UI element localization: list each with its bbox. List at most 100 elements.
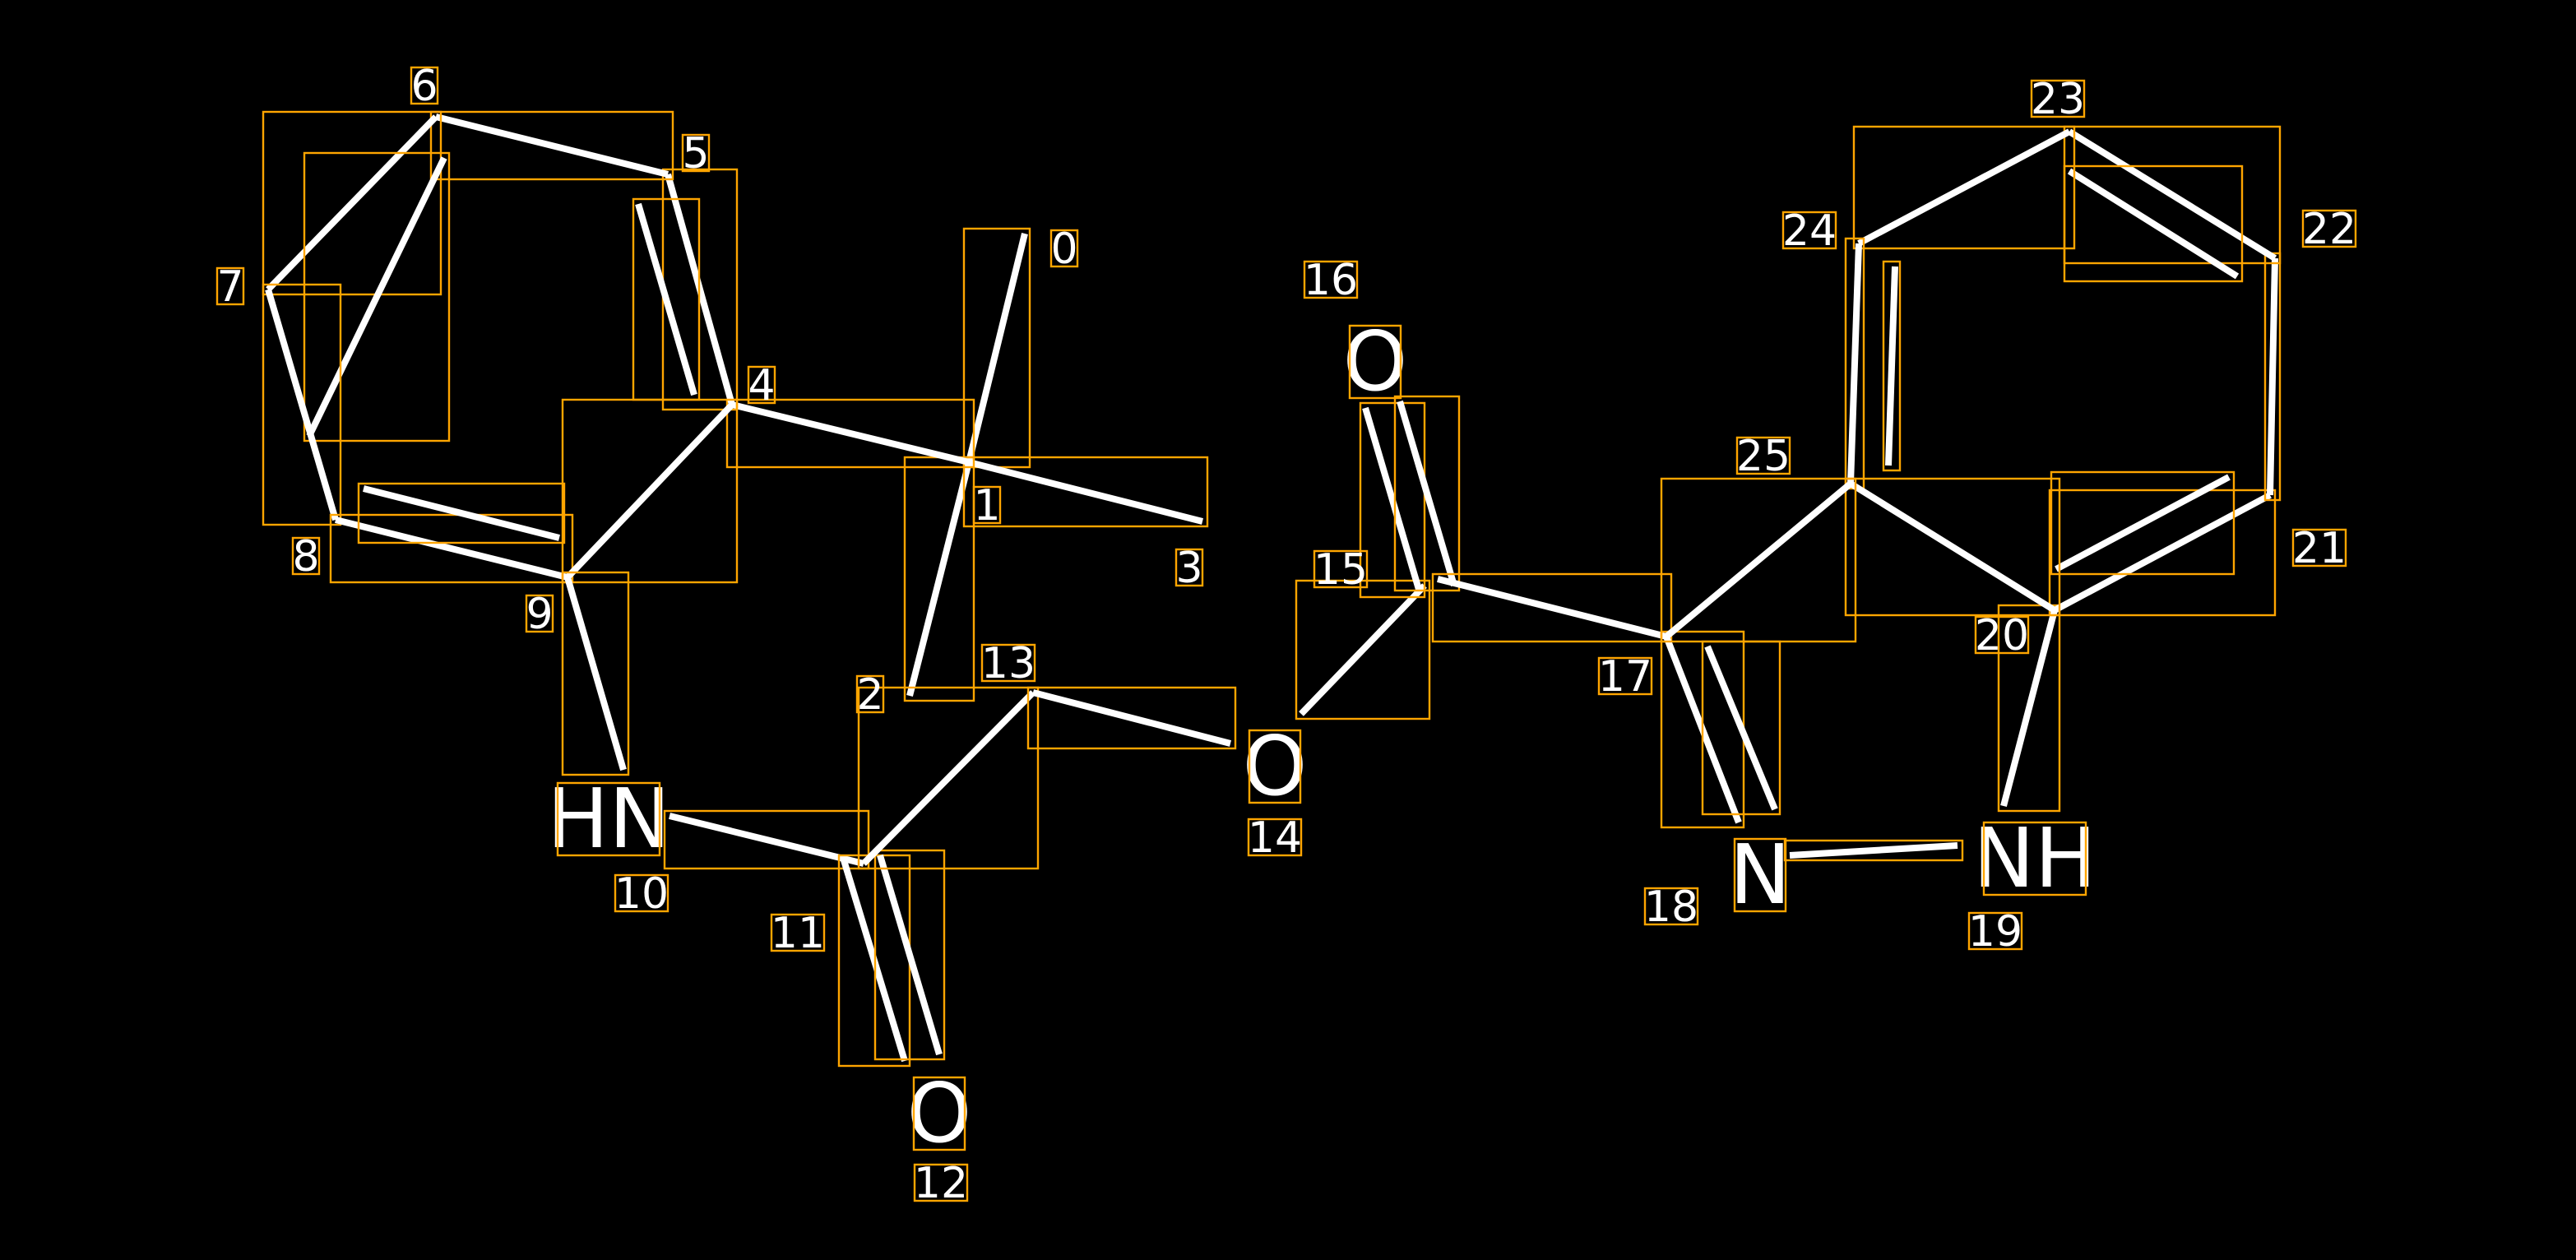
atom-index-box bbox=[1643, 887, 1699, 926]
bond-line bbox=[1031, 689, 1232, 747]
bond-bounding-box bbox=[857, 686, 1040, 870]
atom-index-box bbox=[525, 594, 554, 633]
bond-23-24-single bbox=[1852, 125, 2076, 250]
bond-bounding-box bbox=[357, 482, 566, 544]
bond-bounding-box bbox=[1852, 125, 2076, 250]
bond-inner-line bbox=[1704, 645, 1778, 811]
bond-19-20-single bbox=[1997, 604, 2061, 813]
bond-line bbox=[1664, 480, 1853, 640]
bond-bounding-box bbox=[262, 110, 442, 296]
bond-bounding-box bbox=[1295, 579, 1431, 720]
bond-6-7-double bbox=[262, 110, 451, 442]
atom-symbol-16: O bbox=[1343, 313, 1408, 410]
atom-index-box bbox=[770, 913, 826, 952]
atom-index-box bbox=[1597, 656, 1653, 696]
atom-index-box bbox=[1313, 549, 1369, 589]
bond-bounding-box bbox=[663, 809, 870, 870]
atom-index-box bbox=[913, 1163, 969, 1202]
atom-symbol-12: O bbox=[907, 1065, 972, 1161]
atom-symbol-19: NH bbox=[1973, 810, 2096, 906]
atom-symbol-box bbox=[1733, 837, 1787, 913]
bond-line bbox=[1362, 406, 1423, 594]
atom-index-box bbox=[2301, 209, 2357, 248]
atom-index-box bbox=[681, 133, 711, 173]
bond-bounding-box bbox=[873, 849, 946, 1061]
bond-inner-line bbox=[1885, 266, 1898, 466]
bond-line bbox=[1848, 480, 2057, 614]
bond-bounding-box bbox=[2050, 470, 2235, 576]
bond-line bbox=[1437, 576, 1667, 640]
bond-11-13-single bbox=[857, 686, 1040, 870]
bond-5-6-single bbox=[429, 110, 674, 181]
atom-index-box bbox=[291, 536, 321, 576]
bond-line bbox=[435, 113, 669, 178]
bond-bounding-box bbox=[1882, 260, 1902, 472]
bond-inner-line bbox=[363, 485, 560, 541]
bond-inner-line bbox=[306, 156, 447, 438]
bond-bounding-box bbox=[1431, 572, 1673, 643]
bond-25-17-single bbox=[1660, 477, 1857, 643]
bond-line bbox=[2000, 609, 2058, 808]
bond-line bbox=[861, 690, 1035, 866]
bond-line bbox=[968, 459, 1203, 525]
atom-index-box bbox=[747, 365, 776, 405]
atom-index-box bbox=[1735, 436, 1791, 475]
atom-symbol-18: N bbox=[1730, 827, 1791, 923]
bond-22-23-double bbox=[2063, 125, 2282, 283]
bond-bounding-box bbox=[2063, 164, 2244, 283]
bond-bounding-box bbox=[561, 571, 630, 776]
bond-8-9-double bbox=[329, 482, 574, 584]
bond-line bbox=[564, 576, 627, 771]
bond-inner-line bbox=[635, 202, 697, 396]
atom-index-box bbox=[2030, 79, 2086, 118]
atom-index-box bbox=[1974, 615, 2030, 655]
bond-14-15-single bbox=[1295, 579, 1431, 720]
bond-15-16-double bbox=[1359, 395, 1461, 599]
bond-bounding-box bbox=[1997, 604, 2061, 813]
atom-index-box bbox=[972, 485, 1002, 525]
atom-index-box bbox=[1247, 818, 1303, 857]
atom-index-box bbox=[1967, 911, 2023, 951]
bond-11-12-double bbox=[837, 849, 946, 1068]
bond-line bbox=[731, 401, 970, 466]
bond-line bbox=[335, 517, 568, 581]
bond-20-21-double bbox=[2048, 470, 2277, 617]
bond-9-4-single bbox=[561, 398, 739, 584]
bond-bounding-box bbox=[429, 110, 674, 181]
bond-bounding-box bbox=[262, 283, 342, 526]
bond-10-11-single bbox=[663, 809, 870, 870]
atom-index-box bbox=[1174, 548, 1204, 587]
bond-1-4-single bbox=[725, 398, 975, 469]
bond-line bbox=[966, 233, 1028, 463]
bond-inner-line bbox=[2067, 168, 2240, 280]
bond-layer bbox=[262, 110, 2282, 1068]
bond-line bbox=[1789, 842, 1958, 859]
atom-symbol-14: O bbox=[1243, 718, 1308, 814]
atom-symbol-box bbox=[1248, 729, 1302, 804]
bond-line bbox=[1857, 128, 2071, 247]
atom-index-box bbox=[1781, 211, 1837, 250]
atom-index-box bbox=[1303, 260, 1359, 299]
atom-index-box bbox=[855, 674, 885, 714]
bond-bounding-box bbox=[725, 398, 975, 469]
bond-bounding-box bbox=[561, 398, 739, 584]
atom-index-box bbox=[215, 266, 245, 306]
bond-bounding-box bbox=[1026, 686, 1237, 750]
bond-line bbox=[266, 114, 438, 292]
bond-line bbox=[1299, 583, 1427, 716]
bond-9-10-single bbox=[561, 571, 630, 776]
bond-15-17-single bbox=[1431, 572, 1673, 643]
atom-symbol-box bbox=[912, 1076, 966, 1151]
bond-inner-line bbox=[877, 854, 943, 1056]
bond-bounding-box bbox=[1393, 395, 1461, 592]
atom-index-box bbox=[410, 66, 439, 105]
bond-line bbox=[565, 402, 734, 580]
atom-index-box bbox=[1049, 229, 1079, 268]
atom-symbol-10: HN bbox=[547, 771, 670, 867]
bond-bounding-box bbox=[303, 151, 451, 442]
bond-line bbox=[906, 461, 972, 697]
bond-line bbox=[669, 813, 864, 867]
bond-bounding-box bbox=[2048, 489, 2277, 617]
